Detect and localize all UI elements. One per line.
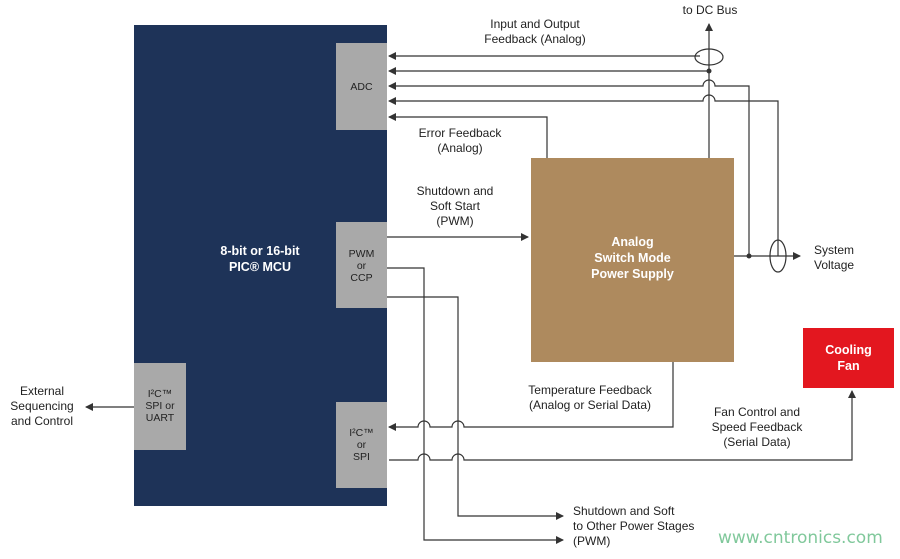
temperature-feedback-label: Temperature Feedback (Analog or Serial D… [510, 383, 670, 413]
other-stages-line2: to Other Power Stages [573, 519, 695, 533]
fan-control-line3: (Serial Data) [723, 435, 791, 449]
soft-start-line1: Shutdown and [416, 184, 494, 198]
dc-bus-ellipse [694, 48, 724, 66]
feedback-line-3 [388, 79, 750, 256]
other-stages-line1: Shutdown and Soft [573, 504, 675, 518]
power-supply-label: Analog Switch Mode Power Supply [531, 234, 734, 282]
external-line2: Sequencing [10, 399, 74, 413]
system-voltage-ellipse [769, 239, 787, 273]
pwm-label-line2: or [356, 260, 367, 272]
shutdown-soft-start-label: Shutdown and Soft Start (PWM) [395, 184, 515, 229]
io-feedback-line2: Feedback (Analog) [484, 32, 586, 46]
shutdown-other-stages-label: Shutdown and Soft to Other Power Stages … [573, 504, 733, 549]
power-supply-block [531, 158, 734, 362]
pwm-branch-line-2 [387, 296, 564, 520]
i2c-uart-line2: SPI or [145, 400, 175, 412]
i2c-spi-label: I²C™ or SPI [336, 427, 387, 463]
watermark: www.cntronics.com [718, 528, 883, 548]
mcu-title-line2: PIC® MCU [229, 260, 291, 274]
junction-dot [706, 68, 712, 74]
temp-feedback-line1: Temperature Feedback [528, 383, 652, 397]
pwm-label-line3: CCP [350, 272, 373, 284]
system-voltage-label: System Voltage [814, 243, 884, 273]
i2c-spi-uart-block [134, 363, 186, 450]
psu-line3: Power Supply [591, 267, 674, 281]
psu-line2: Switch Mode [594, 251, 671, 265]
error-feedback-line [388, 113, 548, 158]
soft-start-line2: Soft Start [429, 199, 481, 213]
temp-feedback-line2: (Analog or Serial Data) [528, 398, 652, 412]
i2c-spi-line3: SPI [353, 451, 370, 463]
fan-control-label: Fan Control and Speed Feedback (Serial D… [692, 405, 822, 450]
cooling-fan-label: Cooling Fan [803, 342, 894, 374]
external-line3: and Control [10, 414, 74, 428]
adc-label: ADC [350, 81, 373, 93]
external-line1: External [19, 384, 65, 398]
junction-dot [746, 253, 752, 259]
fan-control-line [389, 390, 856, 461]
temperature-feedback-line [388, 362, 674, 431]
i2c-spi-line2: or [356, 439, 367, 451]
soft-start-line3: (PWM) [436, 214, 474, 228]
error-feedback-label: Error Feedback (Analog) [395, 126, 525, 156]
other-stages-line3: (PWM) [573, 534, 611, 548]
adc-block [336, 43, 387, 130]
fan-control-line2: Speed Feedback [711, 420, 803, 434]
i2c-spi-line1: I²C™ [349, 427, 374, 439]
pwm-label-line1: PWM [348, 248, 375, 260]
external-sequencing-label: External Sequencing and Control [2, 384, 82, 429]
system-voltage-line2: Voltage [814, 258, 855, 272]
input-output-feedback-label: Input and Output Feedback (Analog) [460, 17, 610, 47]
to-dc-bus-label: to DC Bus [682, 3, 738, 17]
error-feedback-line1: Error Feedback [418, 126, 502, 140]
error-feedback-line2: (Analog) [437, 141, 483, 155]
pwm-branch-line-1 [387, 267, 564, 544]
feedback-line-4 [388, 94, 779, 256]
psu-line1: Analog [611, 235, 654, 249]
io-feedback-line1: Input and Output [490, 17, 580, 31]
fan-line1: Cooling [825, 343, 872, 357]
system-voltage-line1: System [814, 243, 855, 257]
pwm-ccp-label: PWM or CCP [336, 248, 387, 284]
fan-control-line1: Fan Control and [713, 405, 801, 419]
i2c-spi-block [336, 402, 387, 488]
mcu-title-line1: 8-bit or 16-bit [220, 244, 300, 258]
fan-line2: Fan [837, 359, 860, 373]
i2c-spi-uart-label: I²C™ SPI or UART [134, 388, 186, 424]
cooling-fan-block [803, 328, 894, 388]
i2c-uart-line1: I²C™ [147, 388, 173, 400]
mcu-title: 8-bit or 16-bit PIC® MCU [190, 243, 330, 275]
pwm-ccp-block [336, 222, 387, 308]
i2c-uart-line3: UART [145, 412, 175, 424]
